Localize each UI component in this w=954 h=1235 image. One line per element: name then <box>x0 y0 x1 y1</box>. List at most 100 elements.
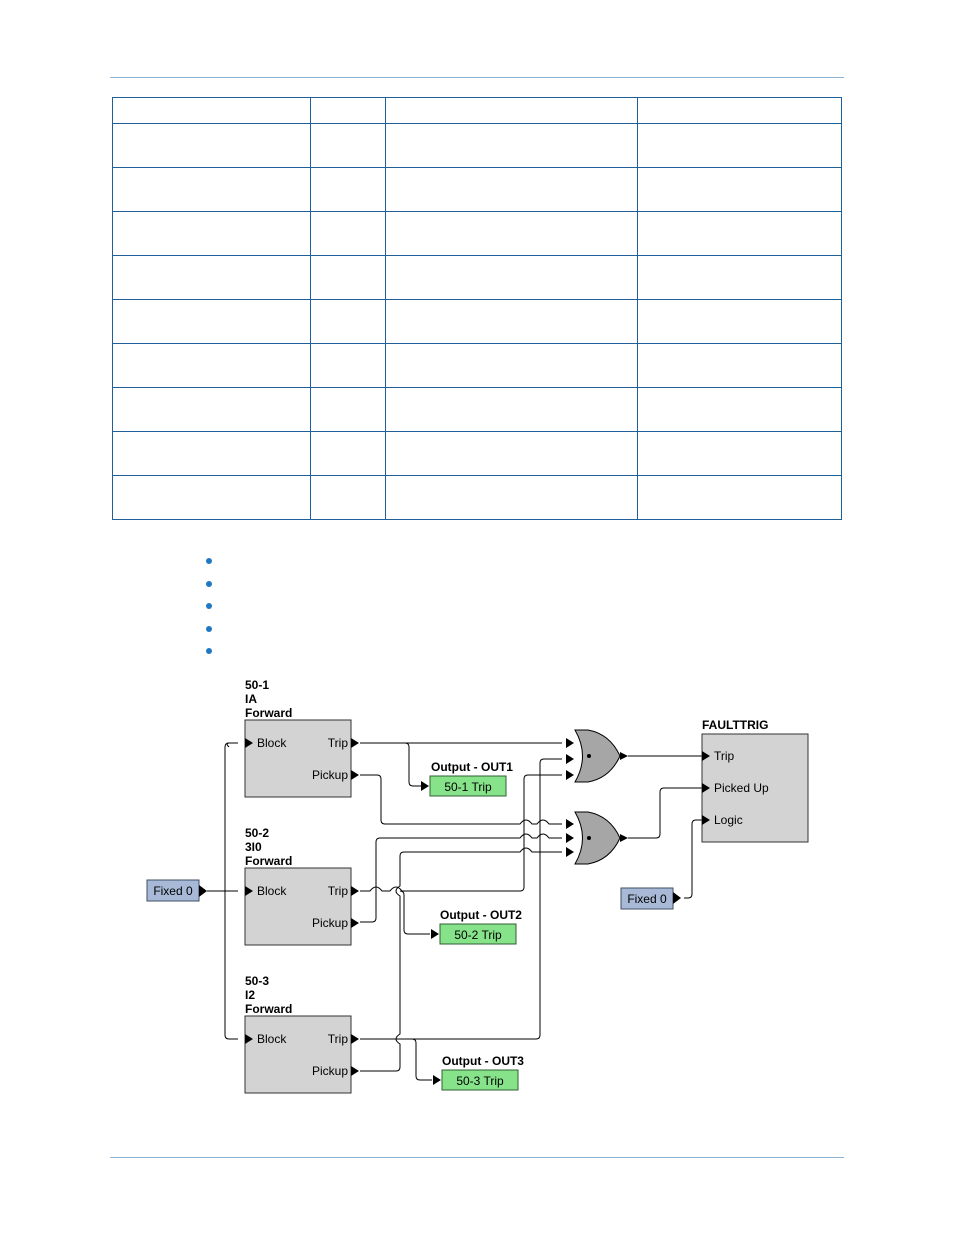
bullet-dot-icon <box>206 558 212 564</box>
fixed0-left-block: Fixed 0 <box>146 879 207 902</box>
table-row <box>112 299 842 344</box>
table-row <box>112 167 842 212</box>
wire-50-1-trip-out1 <box>404 742 421 787</box>
faulttrig-input-trip: Trip <box>714 749 735 763</box>
table-cell <box>309 431 386 476</box>
table-cell <box>309 211 386 256</box>
table-header-row <box>112 97 842 124</box>
element-output-trip: Trip <box>328 736 349 750</box>
table-row <box>112 475 842 520</box>
gate-input-arrow <box>566 847 574 857</box>
element-title-line: Forward <box>245 1002 292 1016</box>
wire-50-2-trip-out2 <box>399 890 430 935</box>
output-title: Output - OUT3 <box>442 1054 524 1068</box>
table-cell <box>637 211 842 256</box>
table-cell <box>384 167 639 212</box>
gate-input-arrow <box>566 754 574 764</box>
bullet-dot-icon <box>206 625 212 632</box>
table-cell <box>384 343 639 388</box>
element-title-line: 50-2 <box>245 826 269 840</box>
output-label: 50-2 Trip <box>454 928 502 942</box>
element-output-pickup: Pickup <box>312 916 348 930</box>
output-label: 50-3 Trip <box>456 1074 504 1088</box>
table-cell <box>112 431 311 476</box>
gate-input-arrow <box>566 738 574 748</box>
arrowhead-group <box>566 738 574 857</box>
element-title-line: Forward <box>245 854 292 868</box>
element-title-line: 3I0 <box>245 840 262 854</box>
wire-50-3-trip-or1 <box>360 758 562 1040</box>
table-cell <box>112 343 311 388</box>
data-table <box>112 97 842 520</box>
element-input-block: Block <box>257 884 287 898</box>
element-title-line: I2 <box>245 988 255 1002</box>
footer-rule <box>110 1157 844 1158</box>
bullet-dot-icon <box>206 648 212 654</box>
table-cell <box>384 211 639 256</box>
table-row <box>112 211 842 256</box>
table-cell <box>637 387 842 432</box>
faulttrig-input-logic: Logic <box>714 813 743 827</box>
table-cell <box>384 387 639 432</box>
table-cell <box>384 475 639 520</box>
wire-block-bus-top <box>224 742 230 891</box>
table-cell <box>112 299 311 344</box>
wire-50-3-trip-out3 <box>411 1038 432 1081</box>
element-input-block: Block <box>257 736 287 750</box>
fixed0-right-label: Fixed 0 <box>627 892 667 906</box>
bullet-dot-icon <box>206 580 212 587</box>
wire-or2-faulttrig-pickedup <box>628 787 702 839</box>
table-cell <box>637 167 842 212</box>
table-row <box>112 343 842 388</box>
table-cell <box>637 299 842 344</box>
table-cell <box>112 167 311 212</box>
element-output-trip: Trip <box>328 884 349 898</box>
bullet-dot-icon <box>206 603 212 609</box>
output-title: Output - OUT1 <box>431 760 513 774</box>
faulttrig-block: FAULTTRIG Trip Picked Up Logic <box>701 718 809 843</box>
wire-50-2-pickup-or2 <box>360 833 562 923</box>
output-title: Output - OUT2 <box>440 908 522 922</box>
element-title-line: IA <box>245 692 257 706</box>
element-output-pickup: Pickup <box>312 768 348 782</box>
output-block-3: Output - OUT3 50-3 Trip <box>433 1054 524 1091</box>
faulttrig-title: FAULTTRIG <box>702 718 768 732</box>
element-input-block: Block <box>257 1032 287 1046</box>
header-rule <box>110 77 844 78</box>
gate-input-arrow <box>566 833 574 843</box>
table-cell <box>637 343 842 388</box>
wire-fixed0-faulttrig-logic <box>684 819 702 899</box>
fixed0-right-block: Fixed 0 <box>620 887 681 910</box>
fixed0-left-label: Fixed 0 <box>153 884 193 898</box>
gate-input-arrow <box>566 819 574 829</box>
output-label: 50-1 Trip <box>444 780 492 794</box>
wire-50-1-pickup-or2 <box>360 774 562 825</box>
element-title-line: Forward <box>245 706 292 720</box>
wire-50-3-pickup-or2 <box>360 847 562 1072</box>
element-output-trip: Trip <box>328 1032 349 1046</box>
element-title-line: 50-1 <box>245 678 269 692</box>
output-block-1: Output - OUT1 50-1 Trip <box>421 760 513 797</box>
or-gate-1 <box>574 729 628 783</box>
table-row <box>112 387 842 432</box>
element-title-line: 50-3 <box>245 974 269 988</box>
faulttrig-input-picked-up: Picked Up <box>714 781 769 795</box>
table-cell <box>112 255 311 300</box>
table-cell <box>309 475 386 520</box>
wire-50-2-trip-or1 <box>360 774 562 892</box>
or-gate-2 <box>574 811 628 865</box>
table-cell <box>637 475 842 520</box>
element-output-pickup: Pickup <box>312 1064 348 1078</box>
table-cell <box>637 97 842 124</box>
wire-block-bus <box>224 742 238 1040</box>
table-cell <box>384 299 639 344</box>
table-cell <box>112 123 311 168</box>
output-block-2: Output - OUT2 50-2 Trip <box>431 908 522 945</box>
table-cell <box>384 123 639 168</box>
table-cell <box>637 123 842 168</box>
table-cell <box>112 475 311 520</box>
